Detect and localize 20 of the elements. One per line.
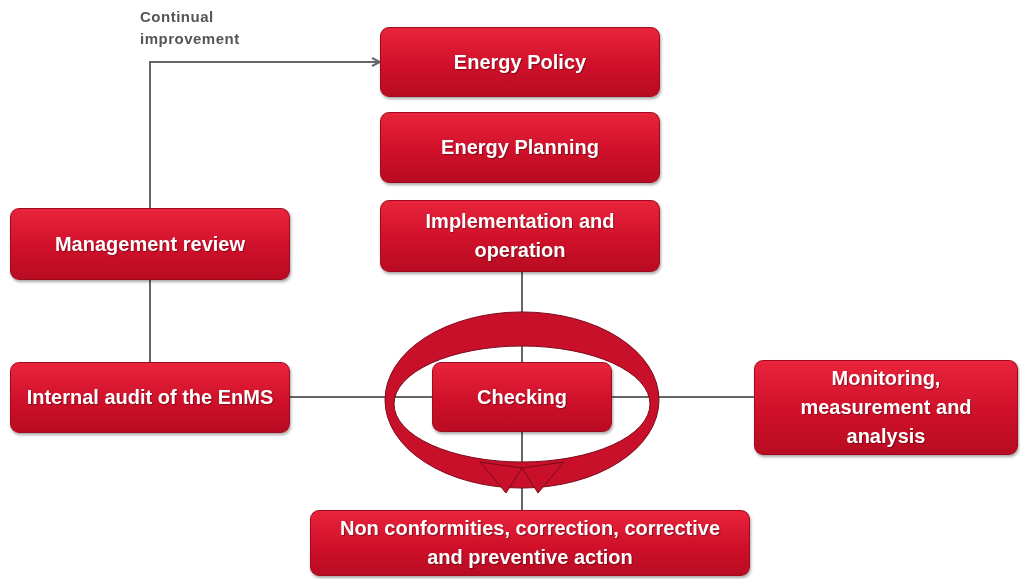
process-box bbox=[10, 362, 290, 433]
process-box bbox=[10, 208, 290, 280]
process-box bbox=[380, 112, 660, 183]
process-box bbox=[310, 510, 750, 576]
process-box bbox=[754, 360, 1018, 455]
box-label: Energy Planning bbox=[441, 135, 599, 160]
box-label: Internal audit of the EnMS bbox=[26, 385, 274, 410]
box-label: Energy Policy bbox=[453, 49, 587, 75]
process-box bbox=[380, 200, 660, 272]
arrow bbox=[149, 57, 381, 209]
box-label: Management review bbox=[54, 231, 246, 257]
box-label: Non conformities, correction, corrective and preventive action bbox=[338, 516, 722, 570]
connector-line bbox=[611, 396, 755, 398]
box-label: Monitoring, measurement and analysis bbox=[799, 366, 973, 449]
box-label: Implementation and operation bbox=[424, 209, 616, 263]
connector-line bbox=[149, 279, 151, 363]
process-box bbox=[380, 27, 660, 97]
box-label: Checking bbox=[477, 384, 567, 410]
connector-line bbox=[289, 396, 433, 398]
process-box bbox=[432, 362, 612, 432]
